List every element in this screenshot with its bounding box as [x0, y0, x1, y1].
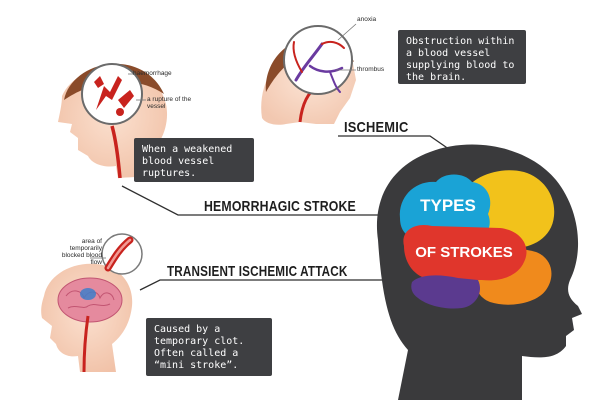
hemorrhagic-description-box: When a weakened blood vessel ruptures. — [134, 138, 254, 182]
tia-brain — [57, 277, 123, 323]
ischemic-description-box: Obstruction within a blood vessel supply… — [398, 30, 526, 84]
hemorrhagic-description: When a weakened blood vessel ruptures. — [142, 144, 233, 179]
tia-description-box: Caused by a temporary clot. Often called… — [146, 318, 272, 376]
haemorrhage-label: haemorrhage — [133, 70, 172, 77]
hemorrhagic-hair — [64, 63, 164, 100]
thrombus-label: thrombus — [357, 66, 385, 73]
tia-artery — [82, 315, 90, 373]
lobe-purple — [411, 275, 481, 309]
tia-description: Caused by a temporary clot. Often called… — [154, 324, 245, 371]
rupture-label: a rupture of the vessel — [147, 96, 192, 110]
connector-hemorrhagic — [121, 185, 410, 216]
ischemic-description: Obstruction within a blood vessel supply… — [406, 36, 515, 83]
connector-tia — [139, 279, 410, 291]
tia-clot-area — [80, 288, 96, 300]
ischemic-head-illustration — [261, 23, 357, 125]
hemorrhagic-heading: HEMORRHAGIC STROKE — [204, 198, 356, 215]
anoxia-label: anoxia — [357, 16, 377, 23]
blocked-flow-label: area of temporarily blocked blood flow — [61, 238, 102, 266]
hemorrhagic-artery — [110, 125, 122, 179]
types-head — [376, 144, 582, 400]
tia-head-illustration — [41, 233, 143, 373]
hemorrhagic-vessels — [94, 76, 134, 116]
lobe-red — [403, 224, 527, 281]
ischemic-vessels — [292, 40, 345, 93]
ischemic-heading: ISCHEMIC — [344, 119, 409, 136]
hub-title-line1: TYPES — [420, 196, 476, 215]
tia-heading: TRANSIENT ISCHEMIC ATTACK — [167, 263, 348, 280]
hub-title-line2: OF STROKES — [415, 244, 513, 261]
